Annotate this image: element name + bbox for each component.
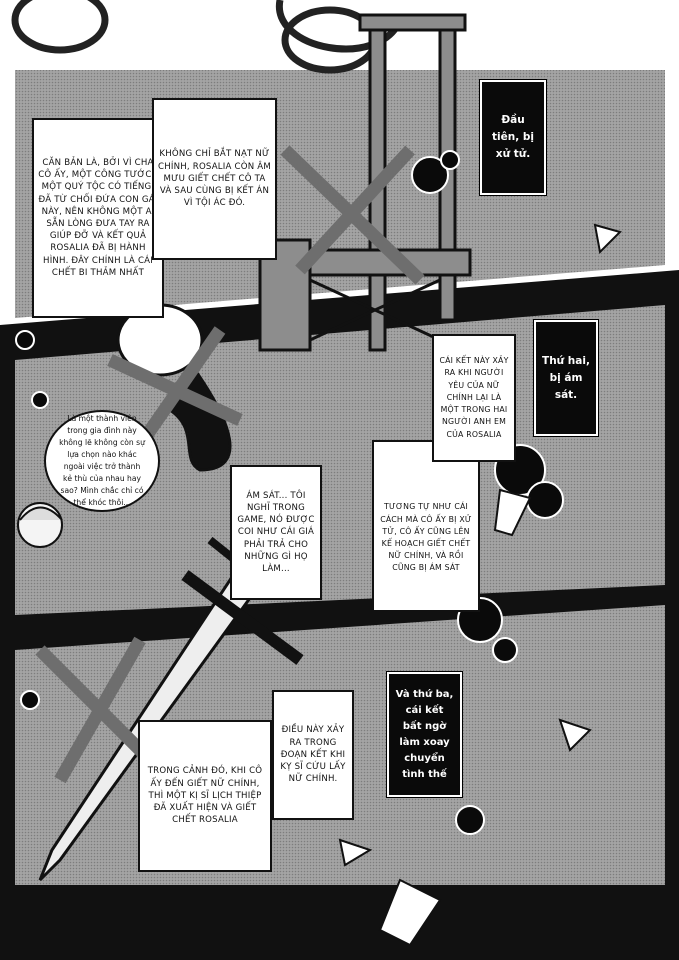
caption-text: Đầu tiên, bị xử tử. bbox=[492, 114, 534, 160]
narration-box-4: Tương tự như cái cách mà cô ấy bị xử tử,… bbox=[372, 440, 480, 612]
narration-text: Cái kết này xảy ra khi người yêu của nữ … bbox=[439, 356, 509, 439]
narration-text: Căn bản là, bởi vì cha cô ấy, một công t… bbox=[38, 157, 158, 278]
x-mark-3b bbox=[54, 636, 146, 784]
caption-text: Thứ hai, bị ám sát. bbox=[542, 354, 590, 401]
narration-text: Ám sát... tôi nghĩ trong game, nó được c… bbox=[237, 490, 315, 574]
caption-box-third: Và thứ ba, cái kết bất ngờ làm xoay chuy… bbox=[386, 671, 463, 798]
narration-text: Không chỉ bắt nạt nữ chính, Rosalia còn … bbox=[158, 149, 271, 209]
caption-box-first: Đầu tiên, bị xử tử. bbox=[479, 79, 547, 196]
narration-box-7: Điều này xảy ra trong đoạn kết khi kỵ sĩ… bbox=[272, 690, 354, 820]
narration-text: Trong cảnh đó, khi cô ấy đến giết nữ chí… bbox=[147, 766, 263, 826]
narration-box-2: Không chỉ bắt nạt nữ chính, Rosalia còn … bbox=[152, 98, 277, 260]
speech-bubble: Là một thành viên trong gia đình này khô… bbox=[44, 410, 160, 512]
narration-box-1: Căn bản là, bởi vì cha cô ấy, một công t… bbox=[32, 118, 164, 318]
narration-box-6: Trong cảnh đó, khi cô ấy đến giết nữ chí… bbox=[138, 720, 272, 872]
speech-text: Là một thành viên trong gia đình này khô… bbox=[59, 414, 145, 507]
caption-box-second: Thứ hai, bị ám sát. bbox=[533, 319, 599, 437]
x-mark-2b bbox=[134, 326, 226, 449]
narration-text: Tương tự như cái cách mà cô ấy bị xử tử,… bbox=[380, 502, 472, 573]
narration-text: Điều này xảy ra trong đoạn kết khi kỵ sĩ… bbox=[280, 725, 346, 785]
x-mark-1b bbox=[295, 145, 415, 275]
narration-box-3: Cái kết này xảy ra khi người yêu của nữ … bbox=[432, 334, 516, 462]
caption-text: Và thứ ba, cái kết bất ngờ làm xoay chuy… bbox=[395, 688, 454, 780]
narration-box-5: Ám sát... tôi nghĩ trong game, nó được c… bbox=[230, 465, 322, 600]
chibi-character bbox=[17, 502, 63, 548]
